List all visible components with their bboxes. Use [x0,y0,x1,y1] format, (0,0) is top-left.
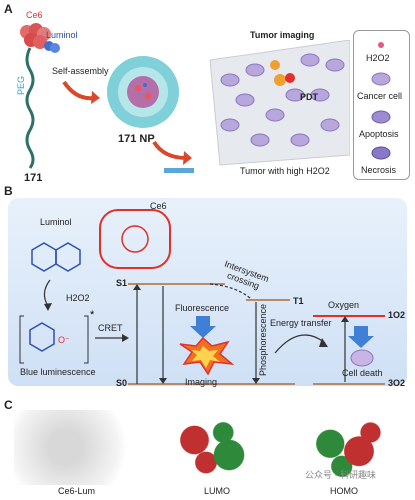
svg-text:O⁻: O⁻ [58,335,70,345]
triplet-oxygen-label: 3O2 [388,378,406,388]
homo-molecule [290,410,405,485]
oxygen-label: Oxygen [328,300,360,310]
legend-h2o2: H2O2 [366,53,390,63]
tumor-imaging-label: Tumor imaging [250,30,315,40]
tumor-caption: Tumor with high H2O2 [240,166,330,176]
lumo-molecule [160,410,275,485]
legend-icons [371,42,391,160]
legend-necrosis: Necrosis [361,165,397,175]
phosphorescence-label: Phosphorescence [258,303,268,376]
legend-box: H2O2 Cancer cell Apoptosis Necrosis [353,30,410,180]
ce6-b-label: Ce6 [150,201,167,211]
t1-label: T1 [293,296,304,306]
imaging-label: Imaging [185,377,218,387]
pdt-label: PDT [300,92,318,102]
luminol-label: Luminol [46,30,78,40]
panel-a-letter: A [4,2,13,16]
h2o2-b-label: H2O2 [66,293,90,303]
s1-label: S1 [116,278,128,288]
panel-b-letter: B [4,184,13,198]
s0-label: S0 [116,378,128,388]
ce6-label: Ce6 [26,10,43,20]
polymer-label: 171 [24,172,43,184]
homo-label: HOMO [330,486,358,496]
fluorescence-label: Fluorescence [175,303,230,313]
cell-death-label: Cell death [342,368,383,378]
self-assembly-label: Self-assembly [52,66,109,76]
energy-transfer-label: Energy transfer [270,318,332,328]
watermark: 公众号 · 科研趣味 [305,470,376,480]
legend-apoptosis: Apoptosis [359,129,399,139]
nanoparticle-illustration [107,56,179,128]
self-assembly-arrow [62,80,100,104]
energy-diagram: O⁻ * [19,209,385,385]
polymer-illustration [20,23,60,169]
ce6-lum-label: Ce6-Lum [58,486,96,496]
panel-c-letter: C [4,398,13,412]
ce6-lum-molecule [14,410,144,485]
lumo-label: LUMO [204,486,231,496]
injection-arrow [152,140,194,173]
tumor-tissue-illustration [209,40,350,166]
singlet-oxygen-label: 1O2 [388,310,406,320]
cret-label: CRET [98,323,123,333]
svg-text:*: * [90,309,95,321]
peg-label: PEG [16,75,26,95]
nanoparticle-label: 171 NP [118,133,155,145]
legend-cancer-cell: Cancer cell [357,91,403,101]
luminol-b-label: Luminol [40,217,72,227]
blue-luminescence-label: Blue luminescence [20,367,96,377]
